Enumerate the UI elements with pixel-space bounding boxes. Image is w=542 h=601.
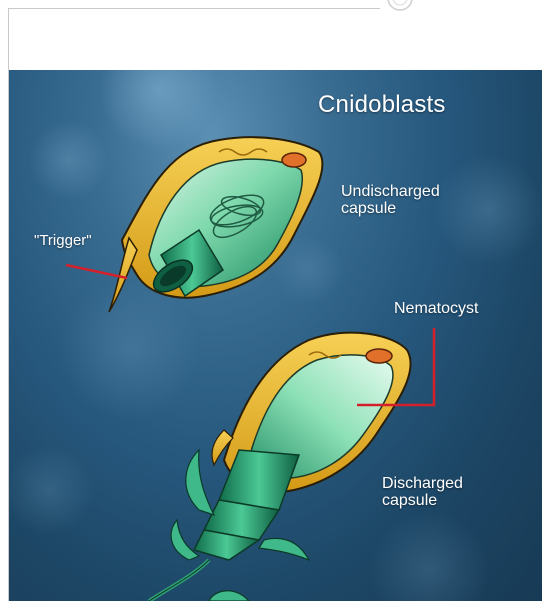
label-discharged-capsule: Discharged capsule <box>382 476 463 510</box>
cnidoblast-drawing <box>9 70 542 601</box>
diagram-title: Cnidoblasts <box>318 92 446 117</box>
cnidoblast-illustration: Cnidoblasts Undischarged capsule "Trigge… <box>9 70 542 601</box>
trigger-leader-line <box>66 265 127 278</box>
label-trigger: "Trigger" <box>34 233 92 249</box>
top-border-line <box>8 8 380 9</box>
watermark-logo-icon <box>380 0 420 14</box>
label-nematocyst: Nematocyst <box>394 301 478 318</box>
label-undischarged-capsule: Undischarged capsule <box>341 184 440 218</box>
